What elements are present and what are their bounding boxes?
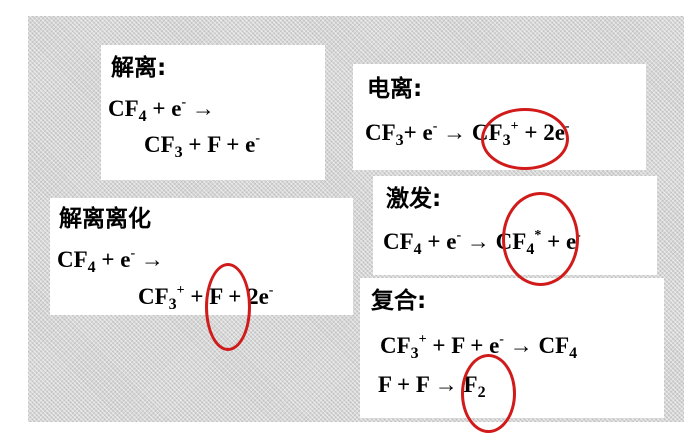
- subscript-3: 3: [395, 132, 404, 149]
- charge-minus: -: [255, 131, 260, 146]
- charge-minus: -: [268, 283, 274, 298]
- subscript-4: 4: [569, 345, 578, 362]
- plus-sign: +: [190, 284, 204, 309]
- electron: e: [489, 333, 500, 358]
- charge-plus: +: [418, 332, 427, 347]
- slide-background: 解离: CF4 + e- → CF3 + F + e- 解离离化 CF4 + e…: [28, 16, 684, 433]
- plus-sign: +: [427, 229, 441, 254]
- electron: e: [171, 96, 182, 121]
- electron: e: [446, 229, 457, 254]
- subscript-3: 3: [410, 345, 419, 362]
- subscript-3: 3: [174, 144, 183, 161]
- formula-cf: CF: [57, 247, 88, 272]
- charge-minus: -: [181, 95, 187, 110]
- coefficient-2: 2: [247, 284, 259, 309]
- dissociative-ionization-panel: 解离离化 CF4 + e- → CF3+ + F + 2e-: [50, 198, 353, 315]
- arrow-icon: →: [466, 229, 490, 254]
- plus-sign: +: [188, 132, 202, 157]
- arrow-icon: →: [443, 120, 467, 145]
- plus-sign: +: [396, 372, 411, 397]
- plus-sign: +: [226, 132, 240, 157]
- arrow-icon: →: [509, 333, 533, 358]
- plus-sign: +: [101, 247, 115, 272]
- formula-f: F: [415, 372, 430, 397]
- formula-cf: CF: [144, 132, 175, 157]
- recombination-title: 复合:: [371, 288, 427, 314]
- formula-f: F: [207, 132, 221, 157]
- formula-f: F: [451, 333, 465, 358]
- ionization-title: 电离:: [367, 76, 423, 102]
- dissociation-title: 解离:: [111, 55, 167, 81]
- arrow-icon: →: [140, 247, 164, 272]
- subscript-4: 4: [413, 241, 422, 258]
- formula-cf: CF: [365, 120, 396, 145]
- dissociative-ionization-title: 解离离化: [59, 206, 151, 232]
- formula-cf: CF: [380, 333, 411, 358]
- charge-minus: -: [130, 246, 136, 261]
- formula-cf: CF: [108, 96, 139, 121]
- subscript-4: 4: [87, 259, 96, 276]
- plus-sign: +: [432, 333, 446, 358]
- formula-cf: CF: [383, 229, 414, 254]
- formula-f: F: [378, 372, 392, 397]
- formula-cf: CF: [138, 284, 169, 309]
- dissociation-equation-line-2: CF3 + F + e-: [144, 131, 260, 161]
- subscript-3: 3: [168, 296, 177, 313]
- charge-plus: +: [176, 283, 185, 298]
- electron: e: [258, 284, 269, 309]
- charge-minus: -: [432, 119, 438, 134]
- plus-sign: +: [403, 120, 417, 145]
- dissociation-panel: 解离: CF4 + e- → CF3 + F + e-: [101, 45, 325, 180]
- highlight-circle-cf3-ion: [481, 108, 569, 170]
- dissociative-ionization-equation-line-1: CF4 + e- →: [57, 246, 164, 276]
- charge-minus: -: [456, 228, 462, 243]
- highlight-circle-cf4-excited: [502, 192, 579, 286]
- charge-minus: -: [499, 332, 504, 347]
- arrow-icon: →: [434, 372, 458, 397]
- electron: e: [245, 132, 256, 157]
- plus-sign: +: [152, 96, 166, 121]
- charge-minus: -: [564, 119, 570, 134]
- subscript-4: 4: [138, 108, 147, 125]
- dissociation-equation-line-1: CF4 + e- →: [108, 95, 215, 125]
- electron: e: [120, 247, 131, 272]
- plus-sign: +: [470, 333, 484, 358]
- formula-cf: CF: [538, 333, 570, 358]
- recombination-equation-line-1: CF3+ + F + e- → CF4: [380, 332, 577, 362]
- highlight-circle-f2: [461, 354, 516, 433]
- highlight-circle-f-radical: [205, 263, 251, 351]
- arrow-icon: →: [191, 96, 215, 121]
- excitation-title: 激发:: [386, 186, 442, 212]
- electron: e: [422, 120, 433, 145]
